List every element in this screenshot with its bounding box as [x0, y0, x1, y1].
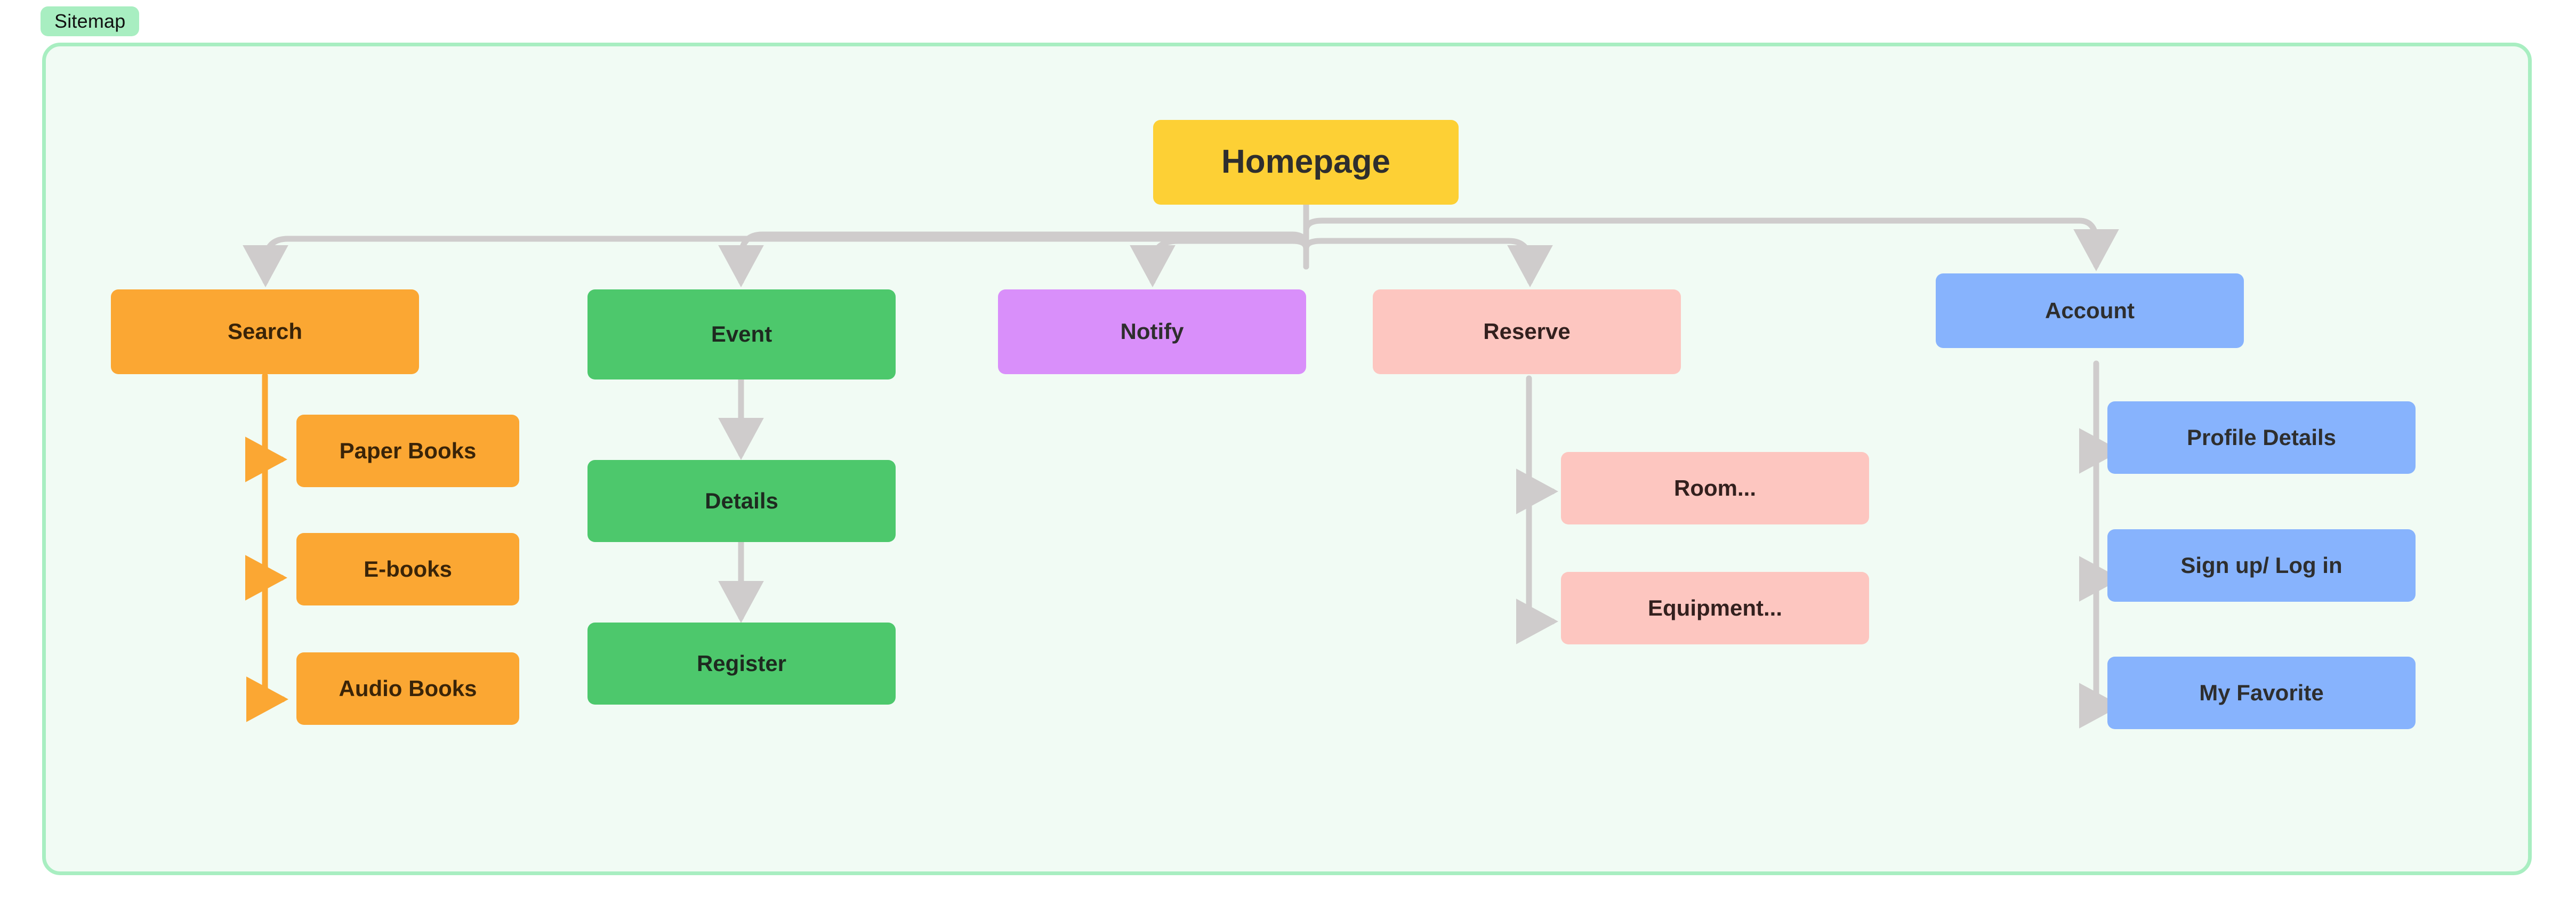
node-equipment[interactable]: Equipment... — [1561, 572, 1869, 644]
node-register[interactable]: Register — [587, 623, 896, 705]
node-reserve-label: Reserve — [1483, 319, 1571, 344]
node-profile-details[interactable]: Profile Details — [2107, 401, 2416, 474]
node-event-label: Event — [711, 322, 772, 347]
node-details[interactable]: Details — [587, 460, 896, 542]
section-label-sitemap: Sitemap — [41, 6, 140, 36]
node-paper-books[interactable]: Paper Books — [296, 415, 519, 487]
node-event[interactable]: Event — [587, 289, 896, 379]
node-my-favorite[interactable]: My Favorite — [2107, 657, 2416, 729]
node-register-label: Register — [696, 651, 787, 676]
node-my-favorite-label: My Favorite — [2199, 680, 2324, 705]
node-signup-login[interactable]: Sign up/ Log in — [2107, 529, 2416, 602]
node-homepage[interactable]: Homepage — [1153, 120, 1459, 205]
node-audio-books[interactable]: Audio Books — [296, 652, 519, 725]
node-account[interactable]: Account — [1936, 273, 2244, 348]
node-signup-login-label: Sign up/ Log in — [2180, 553, 2342, 578]
node-room-label: Room... — [1674, 475, 1756, 500]
node-equipment-label: Equipment... — [1648, 595, 1782, 620]
node-details-label: Details — [705, 488, 778, 513]
node-e-books[interactable]: E-books — [296, 533, 519, 605]
node-notify[interactable]: Notify — [998, 289, 1306, 374]
node-room[interactable]: Room... — [1561, 452, 1869, 524]
node-search[interactable]: Search — [111, 289, 419, 374]
node-homepage-label: Homepage — [1221, 144, 1390, 181]
node-account-label: Account — [2045, 298, 2135, 323]
node-paper-books-label: Paper Books — [339, 438, 477, 463]
node-notify-label: Notify — [1120, 319, 1184, 344]
node-profile-details-label: Profile Details — [2186, 425, 2337, 450]
node-search-label: Search — [227, 319, 303, 344]
node-reserve[interactable]: Reserve — [1373, 289, 1681, 374]
node-audio-books-label: Audio Books — [339, 676, 477, 701]
node-e-books-label: E-books — [364, 556, 452, 581]
